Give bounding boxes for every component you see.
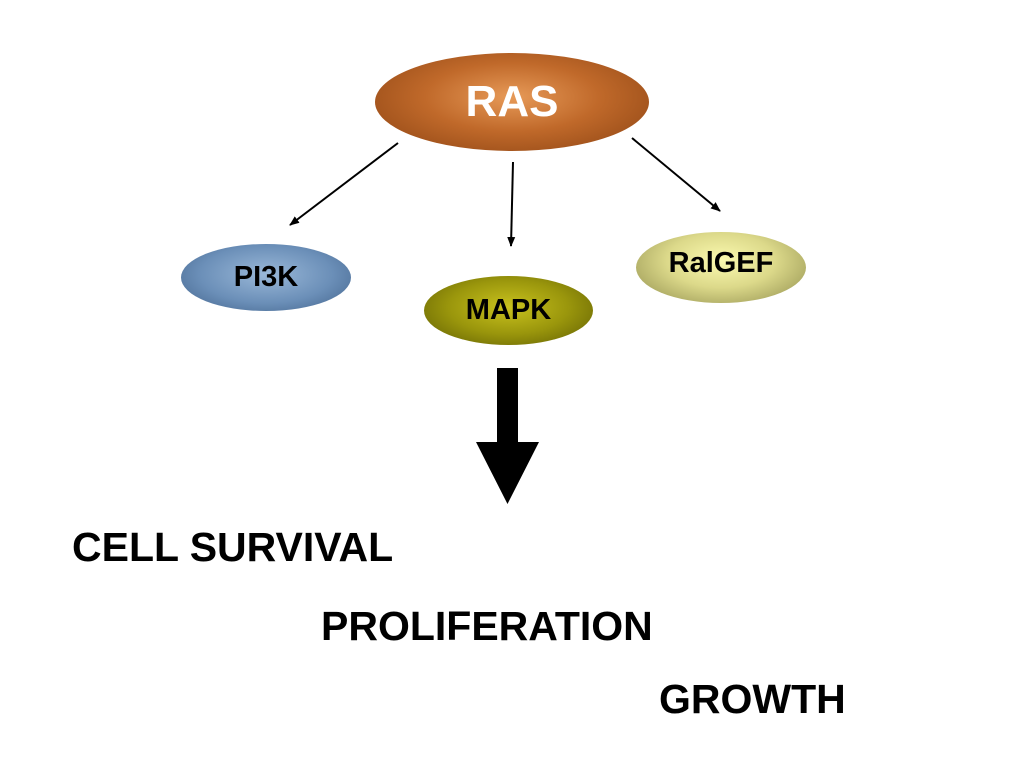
arrow-ras-to-mapk xyxy=(507,161,516,247)
outcome-proliferation: PROLIFERATION xyxy=(321,603,653,649)
pi3k-node: PI3K xyxy=(181,244,351,311)
arrow-ras-to-pi3k xyxy=(289,142,399,226)
mapk-label: MAPK xyxy=(465,294,552,326)
ralgef-node: RalGEF xyxy=(636,232,806,303)
ras-node: RAS xyxy=(375,53,649,151)
outcome-cell-survival: CELL SURVIVAL xyxy=(72,524,394,570)
arrow-ras-to-ralgef xyxy=(631,137,721,212)
pi3k-label: PI3K xyxy=(233,261,299,293)
mapk-node: MAPK xyxy=(424,276,593,345)
ralgef-label: RalGEF xyxy=(668,247,774,279)
big-down-arrow xyxy=(476,368,539,504)
ras-label: RAS xyxy=(465,77,559,126)
outcome-growth: GROWTH xyxy=(659,676,846,722)
